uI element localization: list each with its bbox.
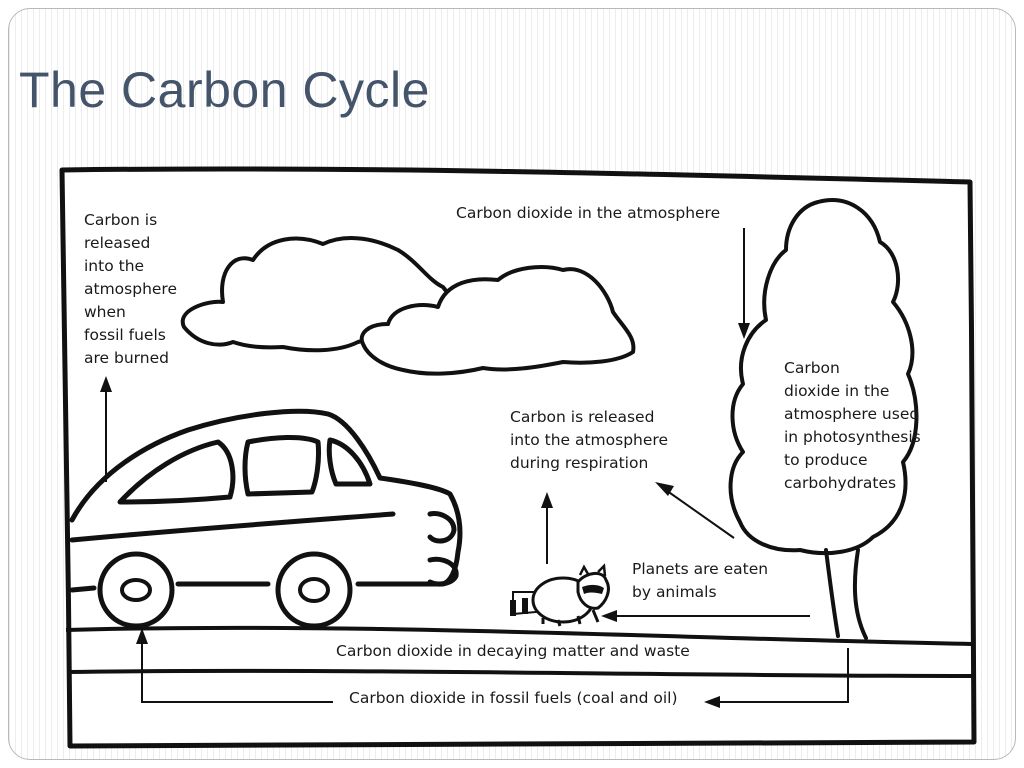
ground-line <box>65 625 973 646</box>
label-fossil-fuels: Carbon dioxide in fossil fuels (coal and… <box>349 689 678 707</box>
arrow-heads <box>100 323 750 708</box>
arrow-diag-respiration <box>662 487 735 539</box>
raccoon-drawing <box>510 563 610 627</box>
label-photosynthesis: Carbon dioxide in the atmosphere used in… <box>784 359 921 492</box>
label-fossil-fuels-burned: Carbon is released into the atmosphere w… <box>84 211 177 367</box>
arrow-fossil-loop <box>141 640 849 703</box>
label-planets-eaten: Planets are eaten by animals <box>632 560 769 601</box>
diagram-drawing <box>59 166 977 749</box>
label-atmosphere: Carbon dioxide in the atmosphere <box>456 204 721 222</box>
label-decaying-matter: Carbon dioxide in decaying matter and wa… <box>336 642 690 660</box>
slide-title: The Carbon Cycle <box>19 62 430 118</box>
decay-band-line <box>67 668 973 678</box>
label-respiration: Carbon is released into the atmosphere d… <box>510 408 668 472</box>
car-drawing <box>69 408 463 629</box>
cycle-arrows <box>105 228 849 703</box>
carbon-cycle-diagram: Carbon is released into the atmosphere w… <box>58 152 988 760</box>
tree-crown-shape <box>728 198 919 556</box>
cloud-right-shape <box>359 265 636 376</box>
tree-trunk-shape <box>824 548 868 640</box>
